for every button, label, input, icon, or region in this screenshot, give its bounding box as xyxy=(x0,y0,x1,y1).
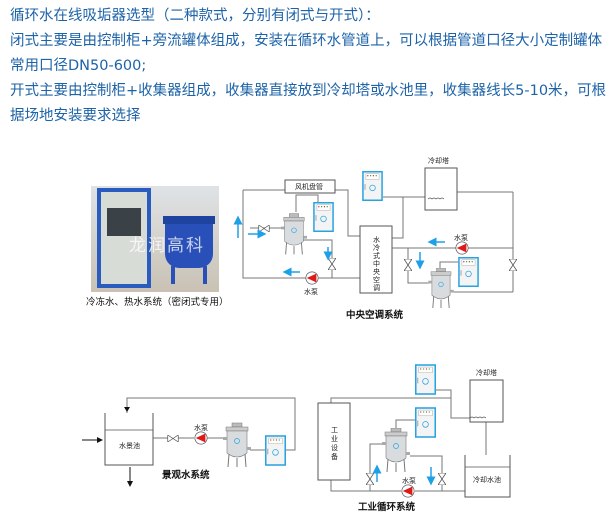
equipment-label: 工 业 设 备 xyxy=(331,426,338,461)
landscape-water-diagram: 水景池 水泵 景观水系统 xyxy=(82,397,296,487)
pump-label: 水泵 xyxy=(402,476,416,485)
diagram-label: 冷 xyxy=(373,243,380,252)
valve-icon xyxy=(509,259,517,271)
diagram-label: 工 xyxy=(331,426,338,434)
open-type-desc-2: 据场地安装要求选择 xyxy=(10,108,141,124)
product-photo: 龙润高科 xyxy=(91,186,219,292)
pump-label: 水泵 xyxy=(454,233,468,242)
diagram-label: 设 xyxy=(331,443,338,452)
diagram-label: 业 xyxy=(331,434,338,443)
diagram-label: 央 xyxy=(373,267,380,276)
cooling-tower xyxy=(469,379,504,423)
industrial-equipment-box xyxy=(317,402,351,481)
pump-label: 水泵 xyxy=(194,423,208,432)
filter-tank xyxy=(382,428,410,472)
landscape-caption: 景观水系统 xyxy=(161,469,210,481)
industrial-caption: 工业循环系统 xyxy=(358,501,416,513)
diagram-label: 中 xyxy=(373,259,380,268)
control-cabinet xyxy=(415,407,436,438)
ac-unit-label: 水 冷 式 中 央 空 调 xyxy=(373,235,380,292)
flow-arrows xyxy=(372,464,436,486)
control-cabinet xyxy=(415,364,436,395)
fan-coil-box xyxy=(284,179,336,194)
filter-tank xyxy=(428,268,454,308)
control-cabinet xyxy=(313,202,334,232)
pump-icon xyxy=(305,271,319,285)
closed-type-desc-2: 常用口径DN50-600; xyxy=(10,58,147,74)
intro-title: 循环水在线吸垢器选型（二种款式，分别有闭式与开式）： xyxy=(10,8,380,24)
valve-icon xyxy=(404,259,412,271)
pump-icon xyxy=(194,431,208,445)
valve-icon xyxy=(258,225,270,232)
filter-tank xyxy=(223,422,251,468)
valve-icon xyxy=(167,435,179,442)
diagram-label: 空 xyxy=(373,275,380,284)
photo-caption: 冷冻水、热水系统（密闭式专用） xyxy=(86,297,229,308)
control-cabinet xyxy=(458,257,479,287)
diagram-label: 式 xyxy=(373,251,380,260)
industrial-diagram: 工 业 设 备 冷却塔 冷却水池 水泵 工业循环系统 xyxy=(317,364,511,513)
pool-label: 水景池 xyxy=(119,441,140,450)
cooling-tower-label: 冷却塔 xyxy=(476,368,497,377)
central-ac-caption: 中央空调系统 xyxy=(346,309,404,321)
valve-icon xyxy=(366,473,374,485)
diagram-label: 备 xyxy=(331,452,338,461)
flow-arrows xyxy=(233,215,445,277)
diagram-label: 水 xyxy=(373,235,380,244)
valve-icon xyxy=(438,473,446,485)
ac-unit-box xyxy=(359,225,393,294)
pump-label: 水泵 xyxy=(304,287,318,296)
filter-tank xyxy=(281,213,307,255)
closed-type-desc: 闭式主要是由控制柜+旁流罐体组成，安装在循环水管道上，可以根据管道口径大小定制罐… xyxy=(10,33,603,49)
fan-coil-label: 风机盘管 xyxy=(295,182,323,191)
cooling-pool-label: 冷却水池 xyxy=(473,475,501,484)
diagram-label: 调 xyxy=(373,283,380,292)
cooling-tower-label: 冷却塔 xyxy=(428,156,449,165)
valve-icon xyxy=(328,258,336,270)
cooling-pool xyxy=(464,455,511,498)
open-type-desc: 开式主要由控制柜+收集器组成，收集器直接放到冷却塔或水池里，收集器线长5-10米… xyxy=(10,83,607,99)
control-cabinet xyxy=(265,435,286,466)
cooling-tower xyxy=(424,167,458,211)
pump-icon xyxy=(401,484,415,498)
water-feature-pool xyxy=(104,413,154,466)
control-cabinet xyxy=(362,171,383,201)
intro-text: 循环水在线吸垢器选型（二种款式，分别有闭式与开式）： 闭式主要是由控制柜+旁流罐… xyxy=(10,4,610,129)
watermark: 龙润高科 xyxy=(129,236,205,256)
pump-icon xyxy=(455,241,469,255)
central-ac-diagram: 风机盘管 水 冷 式 中 央 空 调 冷却塔 水泵 水泵 xyxy=(233,156,517,321)
